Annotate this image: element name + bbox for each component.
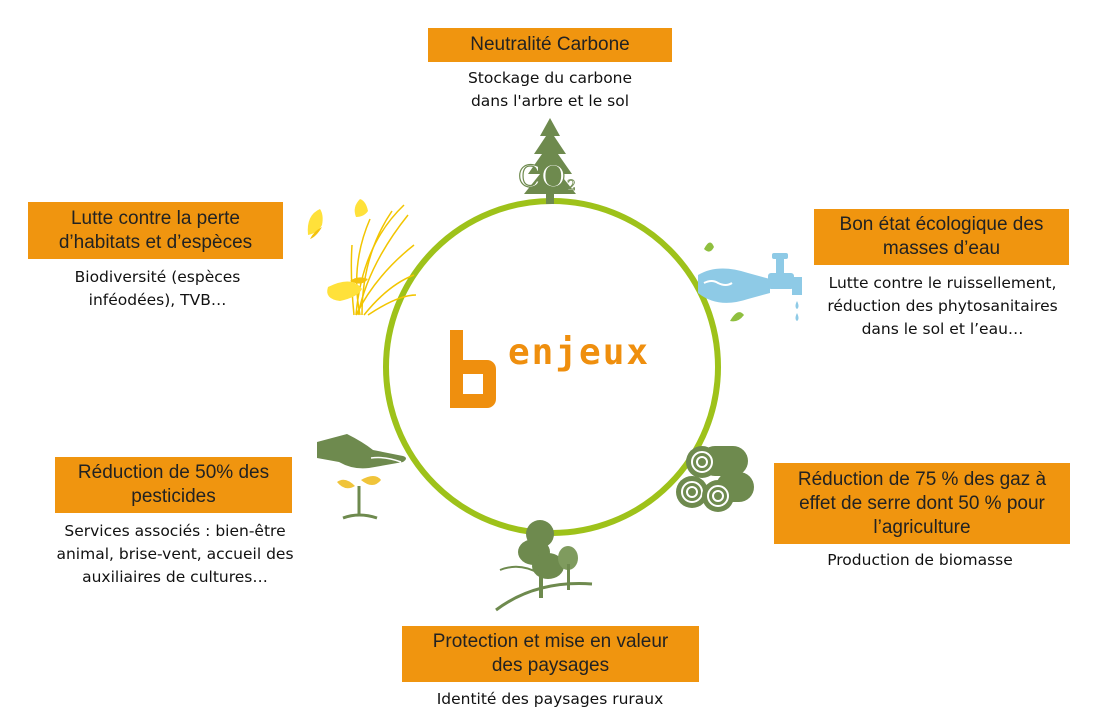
butterflies-grass-icon	[298, 195, 418, 325]
node-gaz-desc: Production de biomasse	[827, 551, 1013, 569]
node-gaz-title: Réduction de 75 % des gaz à effet de ser…	[774, 463, 1070, 544]
water-tap-icon	[690, 235, 815, 330]
node-carbone-desc: Stockage du carbone dans l'arbre et le s…	[467, 69, 633, 110]
landscape-trees-icon	[492, 518, 597, 613]
co2-subscript: 2	[567, 178, 577, 195]
logo-b-icon	[450, 330, 496, 408]
node-habitats-title: Lutte contre la perte d’habitats et d’es…	[28, 202, 283, 259]
node-eau-title: Bon état écologique des masses d’eau	[814, 209, 1069, 265]
node-paysages-desc: Identité des paysages ruraux	[436, 690, 664, 708]
node-carbone-title: Neutralité Carbone	[428, 28, 672, 62]
hand-seedling-icon	[315, 432, 410, 524]
node-eau-desc: Lutte contre le ruissellement, réduction…	[827, 274, 1058, 338]
node-pesticides-title: Réduction de 50% des pesticides	[55, 457, 292, 513]
node-paysages-title: Protection et mise en valeur des paysage…	[402, 626, 699, 682]
logs-icon	[672, 440, 757, 515]
co2-label: CO	[517, 159, 566, 195]
tree-co2-icon: CO 2	[510, 116, 590, 206]
node-pesticides-desc: Services associés : bien-être animal, br…	[56, 522, 294, 586]
center-title: enjeux	[508, 332, 651, 373]
node-habitats-desc: Biodiversité (espèces inféodées), TVB…	[74, 268, 241, 309]
